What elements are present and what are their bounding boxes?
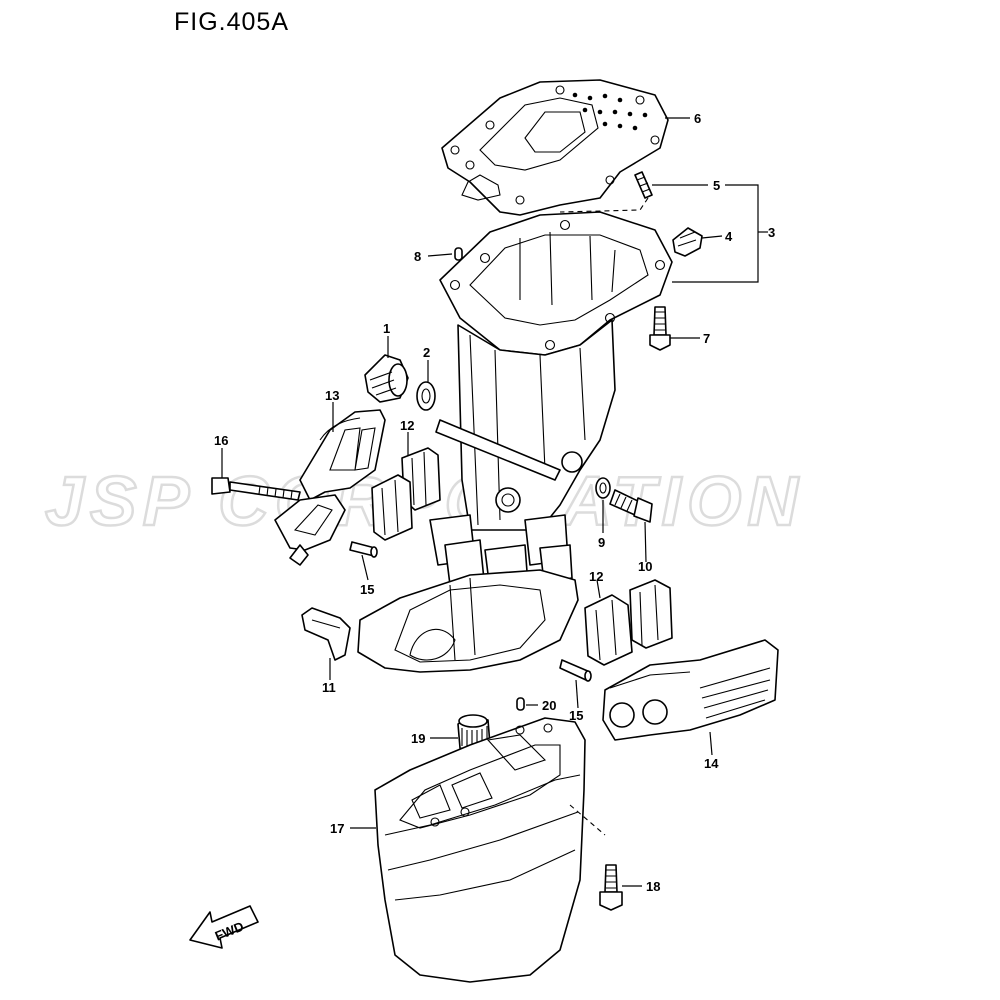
part-7-bolt xyxy=(649,306,671,351)
fwd-direction-arrow: FWD xyxy=(189,905,259,949)
part-9-washer xyxy=(595,477,611,499)
part-16-bolt xyxy=(211,477,301,501)
part-14-mount-cover xyxy=(602,639,779,741)
part-5-stud xyxy=(559,171,653,213)
figure-title: FIG.405A xyxy=(174,8,289,36)
callout-8: 8 xyxy=(414,249,421,264)
callout-11: 11 xyxy=(322,680,336,695)
callout-9: 9 xyxy=(598,535,605,550)
callout-16: 16 xyxy=(214,433,228,448)
callout-17: 17 xyxy=(330,821,344,836)
part-6-gasket xyxy=(441,79,669,216)
callout-18: 18 xyxy=(646,879,660,894)
callout-3: 3 xyxy=(768,225,775,240)
part-2-washer xyxy=(416,381,436,411)
part-11-clip xyxy=(301,607,351,661)
callout-5: 5 xyxy=(713,178,720,193)
callout-2: 2 xyxy=(423,345,430,360)
callout-10: 10 xyxy=(638,559,652,574)
part-4-plug xyxy=(672,227,703,257)
part-20-dowel xyxy=(516,697,525,711)
callout-13: 13 xyxy=(325,388,339,403)
callout-12-lower: 12 xyxy=(589,569,603,584)
part-8-dowel xyxy=(454,247,463,261)
callout-labels: 6 5 3 4 8 7 1 2 13 16 12 15 9 10 11 12 1… xyxy=(214,111,775,894)
callout-15-right: 15 xyxy=(569,708,583,723)
callout-20: 20 xyxy=(542,698,556,713)
lower-mount-bracket xyxy=(274,494,346,566)
part-17-lower-case xyxy=(374,717,606,983)
callout-12-upper: 12 xyxy=(400,418,414,433)
leader-lines xyxy=(221,117,768,887)
callout-19: 19 xyxy=(411,731,425,746)
callout-1: 1 xyxy=(383,321,390,336)
part-12-lower-mounts xyxy=(584,579,673,666)
callout-7: 7 xyxy=(703,331,710,346)
part-15-pin-left xyxy=(349,541,378,558)
callout-14: 14 xyxy=(704,756,719,771)
part-10-bolt xyxy=(609,489,653,523)
part-12-upper-mounts xyxy=(371,447,441,541)
callout-4: 4 xyxy=(725,229,733,244)
part-1-bushing xyxy=(364,354,409,403)
callout-6: 6 xyxy=(694,111,701,126)
part-18-bolt xyxy=(599,864,623,911)
part-3-drive-shaft-housing xyxy=(357,211,673,673)
part-13-mount-cover xyxy=(299,409,386,501)
part-15-pin-right xyxy=(559,659,592,682)
callout-15-left: 15 xyxy=(360,582,374,597)
